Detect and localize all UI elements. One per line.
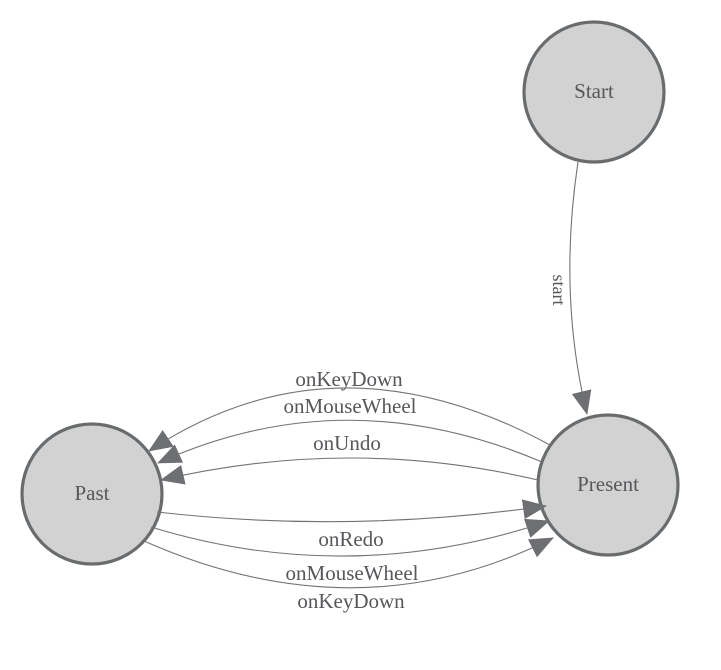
nodes-layer: [20, 20, 680, 566]
transition-edge-start-to-present: [569, 161, 592, 415]
transition-label-present-to-past: onMouseWheel: [284, 394, 417, 418]
state-node-present: [536, 413, 680, 557]
transition-label-past-to-present: onRedo: [318, 527, 383, 551]
state-node-start: [522, 20, 666, 164]
transition-label-present-to-past: onKeyDown: [295, 367, 403, 391]
state-node-label-start: Start: [574, 79, 614, 103]
transition-label-present-to-past: onUndo: [313, 431, 381, 455]
state-node-label-present: Present: [577, 472, 639, 496]
transition-edge-past-to-present: [143, 537, 554, 589]
state-node-label-past: Past: [74, 481, 109, 505]
transition-edge-present-to-past: [160, 457, 539, 485]
transition-edge-present-to-past: [157, 419, 543, 464]
transition-edge-past-to-present: [156, 499, 547, 523]
transition-label-start-to-present: start: [549, 275, 569, 306]
state-node-past: [20, 422, 164, 566]
transition-label-past-to-present: onKeyDown: [297, 589, 405, 613]
edges-layer: [143, 161, 592, 589]
transition-edge-present-to-past: [148, 387, 551, 452]
transition-label-past-to-present: onMouseWheel: [286, 561, 419, 585]
transition-edge-past-to-present: [150, 518, 550, 557]
labels-layer: start onKeyDown onMouseWheel onUndo onRedo on…: [74, 79, 639, 613]
